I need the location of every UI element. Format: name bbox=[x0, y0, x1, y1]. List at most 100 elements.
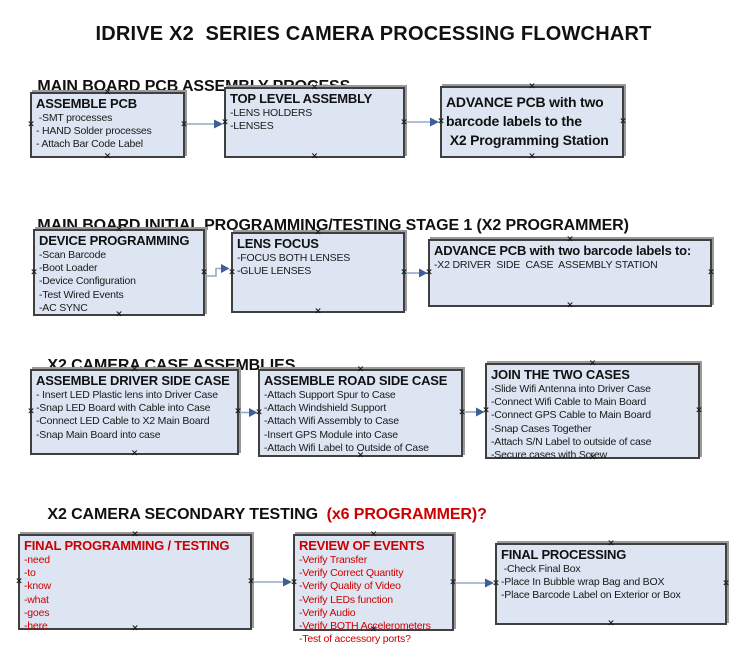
box-item: -Connect Wifi Cable to Main Board bbox=[491, 396, 647, 409]
flow-box-top-level-assembly: TOP LEVEL ASSEMBLY -LENS HOLDERS-LENSES … bbox=[221, 83, 408, 161]
box-item: -LENS HOLDERS bbox=[230, 107, 313, 119]
box-item: -Test of accessory ports? bbox=[299, 633, 411, 646]
connector-arrow bbox=[240, 408, 258, 417]
box-item: -Snap LED Board with Cable into Case bbox=[36, 402, 211, 415]
connection-point-icon: × bbox=[27, 406, 35, 417]
connection-point-icon: × bbox=[437, 116, 445, 127]
box-title: LENS FOCUS bbox=[237, 236, 319, 251]
box-item: -Connect GPS Cable to Main Board bbox=[491, 409, 651, 422]
box-item: -know bbox=[24, 580, 52, 593]
box-item: -what bbox=[24, 593, 49, 606]
box-item: -SMT processes bbox=[36, 112, 113, 124]
flow-box-assemble-road-side-case: ASSEMBLE ROAD SIDE CASE -Attach Support … bbox=[255, 365, 466, 460]
connection-point-icon: × bbox=[528, 151, 536, 162]
box-item: -Place Barcode Label on Exterior or Box bbox=[501, 589, 681, 602]
flow-box-join-the-two-cases: JOIN THE TWO CASES -Slide Wifi Antenna i… bbox=[482, 359, 703, 462]
connector-arrow bbox=[455, 578, 494, 588]
box-item: - Attach Bar Code Label bbox=[36, 138, 143, 151]
box-item: -Verify Audio bbox=[299, 606, 356, 619]
box-item: -Attach Windshield Support bbox=[264, 402, 387, 415]
connection-point-icon: × bbox=[695, 405, 703, 416]
box-title: ADVANCE PCB with two barcode labels to: bbox=[434, 243, 692, 258]
box-item: -Connect LED Cable to X2 Main Board bbox=[36, 415, 210, 428]
connector-arrow bbox=[205, 264, 230, 277]
box-item: -need bbox=[24, 554, 50, 566]
flow-box-assemble-pcb: ASSEMBLE PCB -SMT processes- HAND Solder… bbox=[27, 88, 188, 161]
flow-box-final-processing: FINAL PROCESSING -Check Final Box-Place … bbox=[492, 539, 730, 628]
connection-point-icon: × bbox=[103, 151, 112, 162]
section-heading-text: X2 CAMERA SECONDARY TESTING bbox=[47, 506, 323, 523]
box-item-list: -Slide Wifi Antenna into Driver Case-Con… bbox=[491, 383, 695, 462]
connection-point-icon: × bbox=[482, 405, 490, 416]
flow-box-assemble-driver-side-case: ASSEMBLE DRIVER SIDE CASE - Insert LED P… bbox=[27, 365, 242, 458]
box-item-list: -Scan Barcode-Boot Loader-Device Configu… bbox=[39, 249, 200, 315]
box-item: -AC SYNC bbox=[39, 301, 88, 314]
connection-point-icon: × bbox=[180, 119, 188, 130]
connection-point-icon: × bbox=[492, 578, 500, 589]
flow-box-review-of-events: REVIEW OF EVENTS -Verify Transfer-Verify… bbox=[290, 530, 457, 645]
box-item-list: -need-to-know-what-goes-here bbox=[24, 554, 247, 633]
connector-arrow bbox=[187, 119, 223, 129]
connection-point-icon: × bbox=[566, 300, 574, 311]
page-title: IDRIVE X2 SERIES CAMERA PROCESSING FLOWC… bbox=[95, 23, 652, 45]
flow-box-device-programming: DEVICE PROGRAMMING -Scan Barcode-Boot Lo… bbox=[30, 225, 208, 319]
flow-box-lens-focus: LENS FOCUS -FOCUS BOTH LENSES-GLUE LENSE… bbox=[228, 228, 408, 316]
box-item: -Snap Main Board into case bbox=[36, 428, 161, 441]
connection-point-icon: × bbox=[619, 116, 627, 127]
connection-point-icon: × bbox=[255, 407, 263, 418]
box-item-list: - Insert LED Plastic lens into Driver Ca… bbox=[36, 389, 234, 442]
box-item: -Verify BOTH Accelerometers bbox=[299, 620, 431, 633]
box-item: -Verify Transfer bbox=[299, 554, 367, 566]
box-item: -here bbox=[24, 620, 48, 633]
connection-point-icon: × bbox=[607, 618, 615, 629]
box-item: -GLUE LENSES bbox=[237, 265, 312, 278]
box-item: -Slide Wifi Antenna into Driver Case bbox=[491, 383, 651, 395]
connection-point-icon: × bbox=[425, 267, 433, 278]
flow-box-final-programming-testing: FINAL PROGRAMMING / TESTING -need-to-kno… bbox=[15, 530, 255, 633]
connection-point-icon: × bbox=[30, 267, 38, 277]
section-heading-red-text: (x6 PROGRAMMER)? bbox=[322, 506, 487, 523]
connection-point-icon: × bbox=[247, 576, 255, 587]
box-item: -Verify LEDs function bbox=[299, 593, 393, 606]
box-item: - Insert LED Plastic lens into Driver Ca… bbox=[36, 389, 218, 401]
connection-point-icon: × bbox=[228, 267, 236, 277]
box-title: FINAL PROGRAMMING / TESTING bbox=[24, 538, 230, 553]
box-item: -Boot Loader bbox=[39, 262, 98, 275]
flow-box-advance-pcb-driver-side: ADVANCE PCB with two barcode labels to: … bbox=[425, 235, 715, 310]
connector-arrow bbox=[406, 117, 439, 127]
box-title: TOP LEVEL ASSEMBLY bbox=[230, 91, 373, 106]
connection-point-icon: × bbox=[130, 448, 139, 459]
connector-arrow bbox=[464, 407, 485, 417]
connection-point-icon: × bbox=[310, 151, 319, 162]
connector-arrow bbox=[406, 268, 428, 278]
box-item: -LENSES bbox=[230, 120, 274, 133]
connection-point-icon: × bbox=[314, 306, 322, 317]
box-title: REVIEW OF EVENTS bbox=[299, 538, 425, 553]
connection-point-icon: × bbox=[707, 267, 715, 278]
box-item: -Verify Correct Quantity bbox=[299, 567, 404, 580]
connection-point-icon: × bbox=[290, 577, 298, 587]
box-item: - HAND Solder processes bbox=[36, 125, 152, 138]
connection-point-icon: × bbox=[722, 578, 730, 589]
box-title: ASSEMBLE DRIVER SIDE CASE bbox=[36, 373, 230, 388]
box-item: -Check Final Box bbox=[501, 563, 581, 575]
connector-arrow bbox=[253, 577, 292, 587]
section-heading-secondary-testing: X2 CAMERA SECONDARY TESTING (x6 PROGRAMM… bbox=[30, 488, 487, 542]
box-item-list: -Attach Support Spur to Case-Attach Wind… bbox=[264, 389, 458, 455]
box-item: -goes bbox=[24, 606, 50, 619]
box-item: -Test Wired Events bbox=[39, 288, 124, 301]
box-item: -Attach Support Spur to Case bbox=[264, 389, 396, 401]
box-title: ADVANCE PCB with two barcode labels to t… bbox=[446, 94, 609, 148]
box-item: -to bbox=[24, 567, 36, 580]
connection-point-icon: × bbox=[27, 119, 35, 130]
connection-point-icon: × bbox=[400, 267, 408, 277]
box-item: -Verify Quality of Video bbox=[299, 580, 401, 593]
box-item: -Secure cases with Screw bbox=[491, 449, 607, 462]
box-item: -FOCUS BOTH LENSES bbox=[237, 252, 351, 264]
box-title: FINAL PROCESSING bbox=[501, 547, 627, 562]
box-item-list: -X2 DRIVER SIDE CASE ASSEMBLY STATION bbox=[434, 259, 707, 272]
box-title: ASSEMBLE ROAD SIDE CASE bbox=[264, 373, 448, 388]
box-item-list: -Check Final Box-Place In Bubble wrap Ba… bbox=[501, 563, 722, 603]
connection-point-icon: × bbox=[200, 267, 208, 277]
